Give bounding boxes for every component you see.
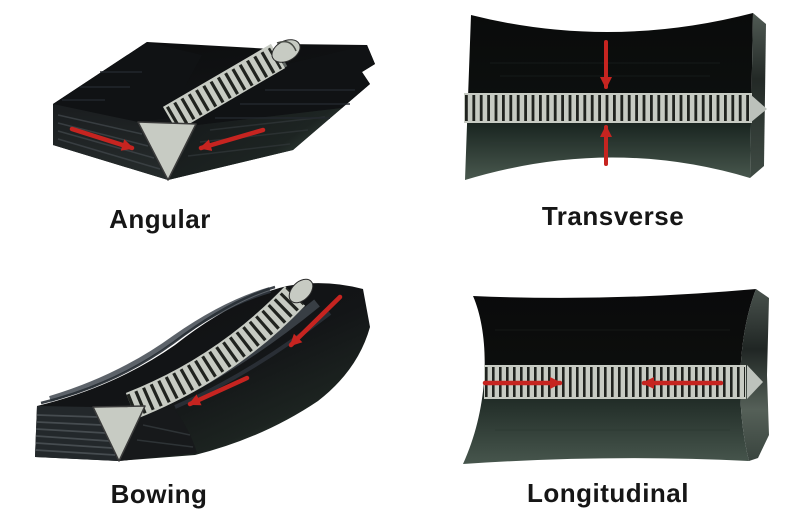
weld-bead bbox=[162, 39, 301, 132]
transverse-illustration bbox=[464, 13, 767, 180]
label-longitudinal: Longitudinal bbox=[527, 478, 689, 508]
shrinkage-arrows bbox=[69, 126, 266, 151]
angular-plates bbox=[53, 42, 375, 180]
v-groove-cross-section bbox=[137, 121, 197, 181]
shrink-arrow-icon bbox=[198, 127, 266, 151]
left-plate-top-face bbox=[53, 42, 202, 122]
panel-longitudinal bbox=[450, 285, 770, 470]
shrink-arrow-icon bbox=[187, 375, 250, 407]
right-plate-front-face bbox=[168, 108, 342, 180]
label-transverse: Transverse bbox=[541, 201, 685, 231]
shrink-arrow-icon bbox=[69, 126, 135, 151]
longitudinal-illustration bbox=[463, 289, 769, 464]
label-angular: Angular bbox=[109, 204, 211, 234]
weld-cross-section-tip bbox=[747, 365, 763, 399]
panel-angular bbox=[50, 22, 400, 202]
bowing-illustration bbox=[34, 278, 370, 462]
shrink-arrow-icon bbox=[288, 294, 343, 348]
weld-cross-section-tip bbox=[750, 94, 767, 123]
label-bowing: Bowing bbox=[110, 479, 208, 509]
weld-bead bbox=[464, 93, 767, 123]
angular-illustration bbox=[53, 39, 375, 181]
panel-bowing bbox=[25, 275, 395, 475]
v-groove-cross-section bbox=[92, 405, 146, 462]
shrinkage-arrows bbox=[187, 294, 343, 407]
panel-transverse bbox=[450, 8, 770, 193]
weld-bead-end-cap bbox=[288, 278, 314, 304]
plate-side-face bbox=[750, 13, 766, 178]
weld-bead bbox=[125, 278, 314, 420]
